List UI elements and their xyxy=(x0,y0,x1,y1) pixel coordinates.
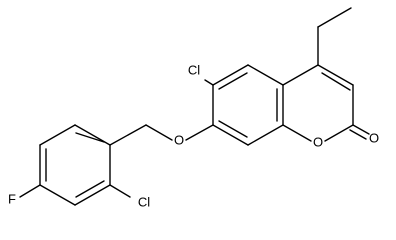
bond xyxy=(317,7,352,28)
bond xyxy=(247,64,284,86)
atom-label-o-ring: O xyxy=(313,134,323,149)
bond-layer xyxy=(19,7,370,206)
bond xyxy=(19,184,41,198)
atom-label-cl-top: Cl xyxy=(188,62,200,77)
bond xyxy=(39,124,76,146)
bond xyxy=(218,72,248,90)
bond xyxy=(74,184,111,206)
atom-label-f: F xyxy=(8,191,16,206)
bond xyxy=(321,72,351,91)
bond xyxy=(349,129,367,140)
bond xyxy=(75,132,105,143)
bond xyxy=(185,124,214,141)
atom-label-layer: Cl O O O F Cl xyxy=(8,62,379,209)
bond xyxy=(282,64,319,86)
bond xyxy=(218,120,248,138)
bond xyxy=(317,64,354,86)
bond xyxy=(212,64,249,86)
bond xyxy=(39,184,76,206)
bond xyxy=(212,124,249,146)
bond xyxy=(145,124,173,141)
bond xyxy=(352,124,370,135)
atom-label-cl-bottom: Cl xyxy=(138,194,150,209)
bond xyxy=(204,79,214,86)
atom-label-o-ether: O xyxy=(174,132,184,147)
structure-canvas: Cl O O O F Cl xyxy=(8,7,380,210)
bond xyxy=(247,124,284,146)
molecule-drawing: Cl O O O F Cl xyxy=(8,7,379,209)
bond xyxy=(324,124,354,142)
bond xyxy=(109,124,147,146)
bond xyxy=(282,124,312,142)
atom-label-o-carbonyl: O xyxy=(369,130,379,145)
bond xyxy=(75,180,105,198)
bond xyxy=(109,184,131,198)
